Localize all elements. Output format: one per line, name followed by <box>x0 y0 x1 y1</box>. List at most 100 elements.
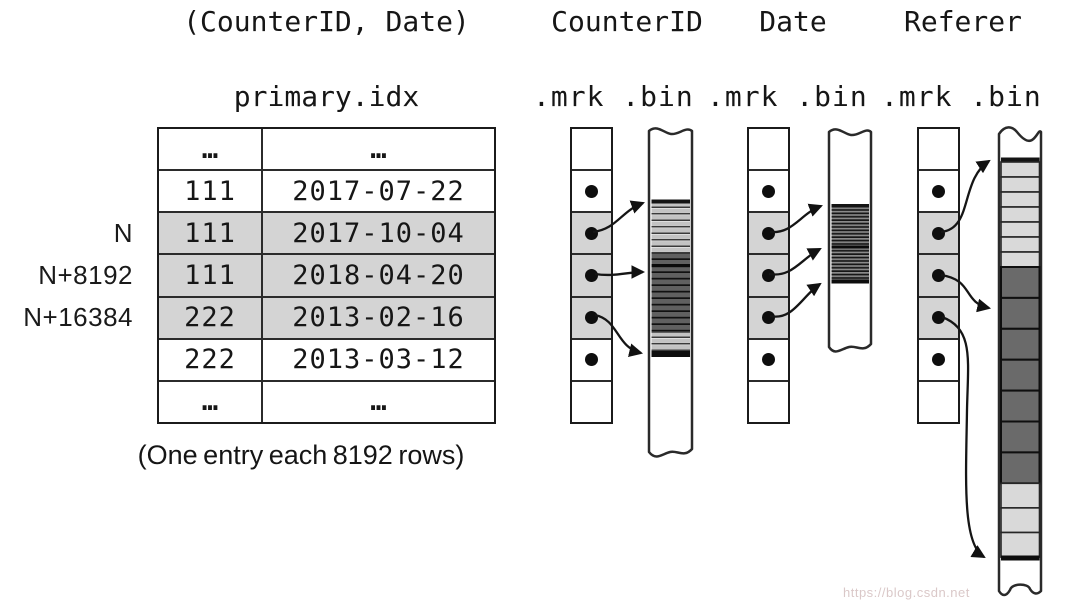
referer-block <box>1000 420 1041 454</box>
mrk-cell <box>919 340 958 382</box>
mark-dot-icon <box>585 184 598 198</box>
referer-bin-file <box>997 126 1043 597</box>
referer-block <box>1000 191 1041 208</box>
cell-date: … <box>370 386 387 418</box>
mark-dot-icon <box>762 226 775 240</box>
cell-date: 2013-02-16 <box>292 302 465 334</box>
column-header-date: Date <box>759 5 827 38</box>
date-granule-line <box>831 279 869 284</box>
mrk-cell <box>749 297 788 340</box>
mark-dot-icon <box>585 353 598 367</box>
cell-counter-id: 111 <box>159 171 263 212</box>
mrk-cell <box>919 171 958 214</box>
date-granule-line <box>831 245 869 249</box>
mrk-cell <box>749 255 788 298</box>
referer-block <box>1000 161 1041 178</box>
mrk-column-date <box>747 127 790 424</box>
mrk-cell <box>749 171 788 214</box>
referer-block <box>1000 531 1041 558</box>
mrk-cell <box>749 340 788 382</box>
date-bin-file <box>827 128 873 353</box>
referer-block <box>1000 389 1041 423</box>
mark-dot-icon <box>585 268 598 282</box>
referer-block <box>1000 358 1041 392</box>
mark-dot-icon <box>932 184 945 198</box>
date-granule-line <box>831 204 869 208</box>
referer-block <box>1000 327 1041 361</box>
cell-date: 2013-03-12 <box>292 344 465 376</box>
mrk-cell <box>572 382 611 422</box>
row-offset-label: N <box>113 218 133 249</box>
counterid-dark-stripes <box>651 253 690 333</box>
table-row: …… <box>159 129 494 172</box>
table-row: 222 2013-02-16 <box>159 297 494 340</box>
referer-block <box>1000 451 1041 485</box>
cell-date: 2017-07-22 <box>292 175 465 207</box>
date-bin-outline <box>827 128 873 353</box>
table-row: …… <box>159 381 494 422</box>
cell-date: … <box>370 133 387 165</box>
mrk-cell <box>572 213 611 256</box>
cell-date: 2017-10-04 <box>292 217 465 249</box>
counterid-granule-line <box>651 264 690 268</box>
referer-block <box>1000 482 1041 509</box>
counterid-granule-line <box>651 351 690 357</box>
referer-block <box>1000 296 1041 330</box>
mark-dot-icon <box>932 353 945 367</box>
mrk-cell <box>749 129 788 172</box>
table-row: 222 2013-03-12 <box>159 339 494 382</box>
cell-counter-id: 111 <box>159 255 263 296</box>
cell-counter-id: … <box>159 381 263 422</box>
cell-counter-id: 222 <box>159 297 263 338</box>
mark-dot-icon <box>762 311 775 325</box>
mark-dot-icon <box>932 226 945 240</box>
mrk-column-referer <box>917 127 960 424</box>
mrk-cell <box>919 255 958 298</box>
table-caption: (One entry each 8192 rows) <box>137 440 465 470</box>
mrk-cell <box>919 382 958 422</box>
referer-block <box>1000 176 1041 193</box>
mark-dot-icon <box>762 268 775 282</box>
mrk-cell <box>919 129 958 172</box>
referer-block <box>1000 251 1041 268</box>
sort-key-title: (CounterID, Date) <box>183 5 470 38</box>
date-dense-stripes <box>831 207 869 280</box>
mrk-cell <box>749 382 788 422</box>
mrk-cell <box>572 171 611 214</box>
cell-counter-id: … <box>159 129 263 170</box>
referer-granule-line <box>1001 555 1040 561</box>
mark-dot-icon <box>762 184 775 198</box>
mark-dot-icon <box>762 353 775 367</box>
referer-bin-outline <box>997 126 1043 597</box>
counterid-light-stripes <box>651 203 690 253</box>
referer-block <box>1000 206 1041 223</box>
files-label-date: .mrk .bin <box>707 80 868 113</box>
mark-dot-icon <box>932 268 945 282</box>
referer-block <box>1000 266 1041 299</box>
referer-block <box>1000 507 1041 534</box>
column-header-counterid: CounterID <box>551 5 703 38</box>
mrk-column-counterid <box>570 127 613 424</box>
table-row: 111 2018-04-20 <box>159 255 494 298</box>
watermark-text: https://blog.csdn.net <box>843 585 970 600</box>
counterid-light-stripes <box>651 333 690 351</box>
cell-date: 2018-04-20 <box>292 259 465 291</box>
row-offset-label: N+16384 <box>23 301 133 332</box>
files-label-counterid: .mrk .bin <box>533 80 694 113</box>
mrk-cell <box>572 129 611 172</box>
cell-counter-id: 111 <box>159 213 263 254</box>
mrk-cell <box>572 297 611 340</box>
files-label-referer: .mrk .bin <box>881 80 1042 113</box>
mark-dot-icon <box>585 226 598 240</box>
table-row: 111 2017-10-04 <box>159 213 494 256</box>
mrk-cell <box>749 213 788 256</box>
column-header-referer: Referer <box>903 5 1022 38</box>
row-offset-label: N+8192 <box>38 259 133 290</box>
mark-dot-icon <box>585 311 598 325</box>
mrk-cell <box>919 213 958 256</box>
counterid-bin-file <box>647 127 694 458</box>
mark-dot-icon <box>932 311 945 325</box>
cell-counter-id: 222 <box>159 339 263 380</box>
mrk-cell <box>572 255 611 298</box>
